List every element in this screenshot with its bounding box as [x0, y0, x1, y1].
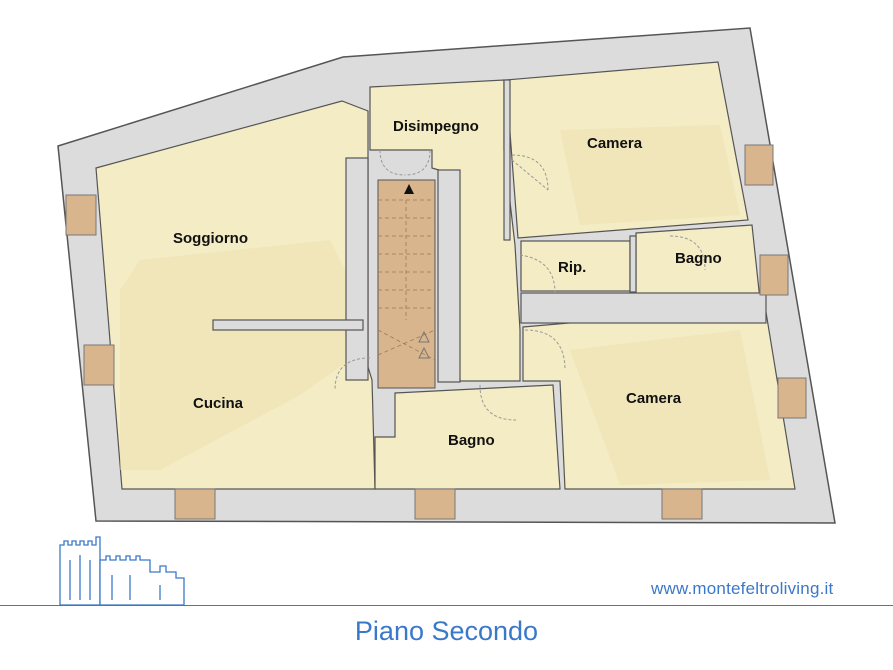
label-bagno-right: Bagno: [675, 250, 722, 267]
stair-arrow-icon: [418, 346, 430, 359]
floor-shadow: [570, 330, 770, 485]
stair-treads: [377, 199, 436, 361]
website-link[interactable]: www.montefeltroliving.it: [651, 579, 834, 598]
label-cucina: Cucina: [193, 395, 244, 412]
floor-shadow: [560, 125, 740, 225]
floor-shadow: [120, 240, 360, 470]
partition-wall: [503, 79, 511, 241]
partition-wall: [520, 292, 767, 324]
label-soggiorno: Soggiorno: [173, 230, 248, 247]
window: [777, 377, 807, 419]
window: [83, 344, 115, 386]
window: [174, 488, 216, 520]
window: [661, 488, 703, 520]
footer-divider: [0, 605, 893, 606]
windows: [65, 144, 807, 520]
floor-plan: Soggiorno Cucina Disimpegno Camera Rip. …: [57, 27, 836, 605]
window: [759, 254, 789, 296]
label-camera-bottom: Camera: [626, 390, 682, 407]
partition-wall: [345, 157, 369, 381]
door-swings: [334, 149, 706, 421]
label-disimpegno: Disimpegno: [393, 118, 479, 135]
stair-up-arrow-icon: [404, 184, 414, 194]
window: [65, 194, 97, 236]
window: [414, 488, 456, 520]
floor-title: Piano Secondo: [354, 616, 539, 646]
stair-arrow-icon: [418, 330, 430, 343]
partition-wall: [437, 169, 461, 383]
partition-wall: [629, 235, 637, 293]
room-ripostiglio: [520, 240, 631, 292]
partition-wall: [212, 319, 364, 331]
room-bagno-bottom: [374, 384, 561, 490]
room-soggiorno-cucina: [95, 100, 376, 490]
window: [744, 144, 774, 186]
staircase: [377, 179, 436, 389]
castle-logo-icon: [59, 536, 185, 605]
label-ripostiglio: Rip.: [558, 259, 586, 276]
label-camera-top: Camera: [587, 135, 643, 152]
label-bagno-bottom: Bagno: [448, 432, 495, 449]
